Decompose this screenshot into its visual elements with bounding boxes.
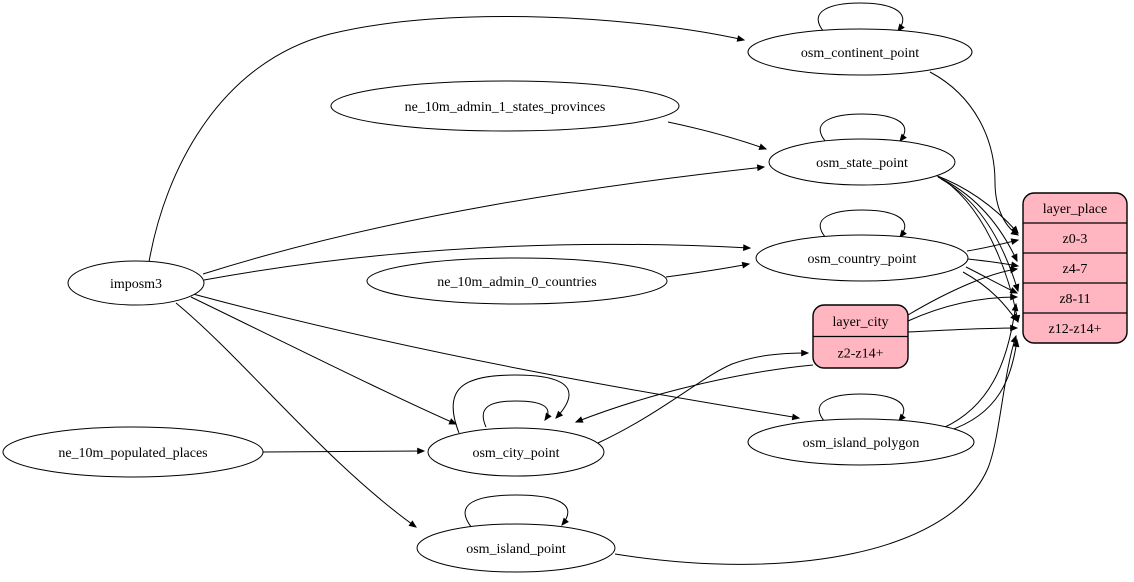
node-osm_country_point-shape: [755, 234, 969, 282]
edge-imposm3-to-osm_state_point: [202, 164, 766, 275]
edge-osm_city_point-to-osm_city_point: [482, 400, 552, 428]
node-layer_place-shape: [1022, 192, 1128, 344]
node-ne_10m_populated_places-label: ne_10m_populated_places: [58, 446, 207, 461]
edge-osm_island_point-to-layer_place: [614, 334, 1018, 565]
edge-imposm3-to-osm_continent_point: [148, 16, 746, 263]
node-layer_place-row-z8-11: z8-11: [1059, 292, 1090, 307]
edge-layer_city-to-layer_place: [907, 324, 1019, 333]
node-imposm3-label: imposm3: [110, 277, 162, 292]
edge-layer_city-to-layer_place: [907, 293, 1019, 322]
edge-osm_country_point-to-layer_place: [965, 266, 1019, 294]
node-osm_island_point-label: osm_island_point: [466, 542, 566, 557]
node-osm_continent_point-shape: [747, 28, 973, 76]
edge-imposm3-to-osm_country_point: [203, 243, 752, 281]
node-ne_10m_populated_places-shape: [2, 426, 264, 478]
node-osm_city_point-shape: [427, 427, 605, 477]
node-osm_state_point: osm_state_point: [768, 138, 956, 186]
node-layer_place: layer_place z0-3 z4-7 z8-11 z12-z14+: [1022, 192, 1128, 344]
node-osm_city_point-label: osm_city_point: [472, 446, 559, 461]
node-osm_city_point: osm_city_point: [427, 427, 605, 477]
node-layer_place-row-z12-z14+: z12-z14+: [1049, 322, 1102, 337]
edges-layer: [148, 2, 1021, 565]
edge-osm_state_point-to-layer_place: [940, 178, 1020, 293]
edge-osm_continent_point-to-layer_place: [929, 71, 1020, 236]
edge-ne_10m_admin_0_countries-to-osm_country_point: [665, 261, 751, 278]
edge-osm_city_point-to-layer_city: [597, 349, 810, 444]
node-layer_city: layer_city z2-z14+: [812, 304, 909, 369]
node-ne_10m_admin_1_states_provinces-shape: [330, 80, 680, 132]
node-osm_country_point: osm_country_point: [755, 234, 969, 282]
edge-layer_city-to-layer_place: [907, 266, 1019, 316]
node-ne_10m_admin_0_countries: ne_10m_admin_0_countries: [366, 257, 668, 305]
node-osm_island_polygon-shape: [747, 418, 975, 466]
node-osm_island_polygon-label: osm_island_polygon: [803, 436, 920, 451]
edge-osm_country_point-to-layer_place: [966, 238, 1020, 252]
node-osm_country_point-label: osm_country_point: [808, 252, 917, 267]
node-osm_island_polygon: osm_island_polygon: [747, 418, 975, 466]
node-ne_10m_admin_0_countries-label: ne_10m_admin_0_countries: [437, 275, 596, 290]
nodes-layer: imposm3 ne_10m_admin_1_states_provincesne…: [2, 28, 1128, 573]
node-layer_place-row-z0-3: z0-3: [1063, 232, 1088, 247]
node-osm_state_point-label: osm_state_point: [816, 156, 908, 171]
edge-ne_10m_populated_places-to-osm_city_point: [262, 447, 426, 455]
node-ne_10m_admin_1_states_provinces: ne_10m_admin_1_states_provinces: [330, 80, 680, 132]
edge-osm_state_point-to-layer_place: [937, 176, 1018, 263]
node-osm_island_point-shape: [416, 523, 616, 573]
node-layer_city-row-z2-z14+: z2-z14+: [838, 346, 884, 361]
edge-osm_country_point-to-osm_country_point: [819, 209, 907, 239]
node-imposm3-shape: [67, 260, 205, 306]
edge-imposm3-to-osm_island_polygon: [192, 293, 801, 421]
edge-osm_city_point-to-osm_city_point: [452, 374, 570, 434]
edge-osm_continent_point-to-osm_continent_point: [817, 2, 905, 33]
node-imposm3: imposm3: [67, 260, 205, 306]
node-layer_city-row-layer_city: layer_city: [833, 315, 889, 330]
edge-osm_country_point-to-layer_place: [967, 258, 1020, 269]
edge-osm_state_point-to-layer_place: [934, 174, 1019, 234]
edge-osm_state_point-to-osm_state_point: [819, 113, 907, 143]
edge-imposm3-to-osm_city_point: [190, 296, 458, 425]
node-layer_place-row-z4-7: z4-7: [1063, 262, 1088, 277]
edge-osm_island_polygon-to-osm_island_polygon: [818, 393, 906, 423]
edge-osm_island_polygon-to-layer_place: [947, 338, 1020, 432]
edge-layer_city-to-osm_city_point: [574, 364, 814, 423]
node-layer_place-row-layer_place: layer_place: [1043, 202, 1108, 217]
node-ne_10m_populated_places: ne_10m_populated_places: [2, 426, 264, 478]
edge-imposm3-to-osm_island_point: [175, 302, 417, 528]
edge-osm_island_point-to-osm_island_point: [464, 494, 569, 529]
edge-ne_10m_admin_1_states_provinces-to-osm_state_point: [667, 121, 768, 150]
node-osm_state_point-shape: [768, 138, 956, 186]
node-ne_10m_admin_1_states_provinces-label: ne_10m_admin_1_states_provinces: [405, 100, 606, 115]
node-osm_island_point: osm_island_point: [416, 523, 616, 573]
node-osm_continent_point-label: osm_continent_point: [801, 46, 919, 61]
node-ne_10m_admin_0_countries-shape: [366, 257, 668, 305]
node-osm_continent_point: osm_continent_point: [747, 28, 973, 76]
edge-osm_island_polygon-to-layer_place: [942, 302, 1019, 429]
